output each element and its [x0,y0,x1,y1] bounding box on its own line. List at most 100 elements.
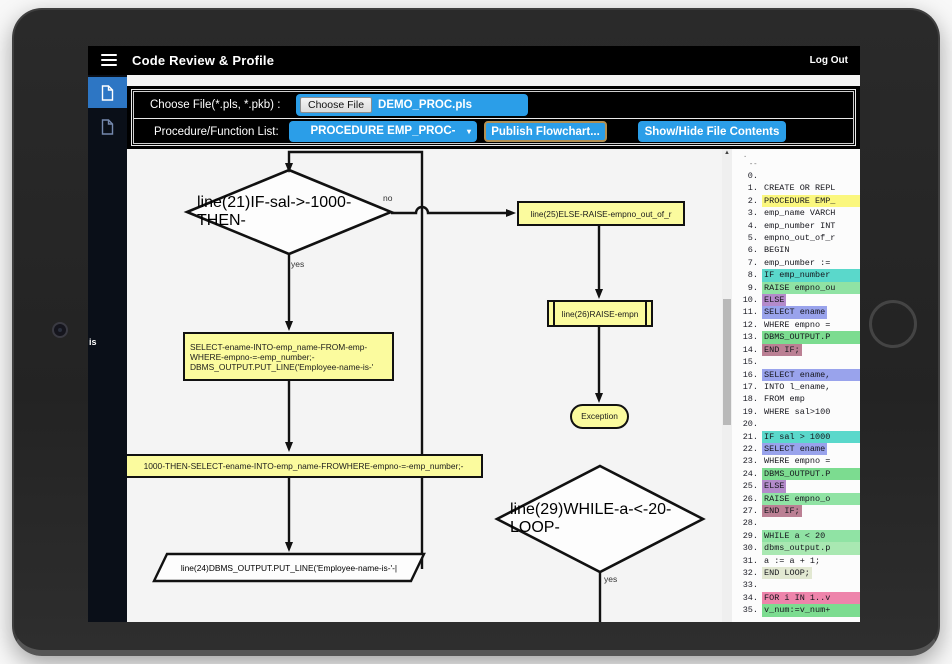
code-line: 35.v_num:=v_num+ [732,604,860,617]
line-number: 32. [742,568,758,578]
code-line: 24.DBMS_OUTPUT.P [732,467,860,481]
line-number: 6. [747,245,758,256]
show-hide-contents-button[interactable]: Show/Hide File Contents [638,121,786,142]
line-text [762,170,766,182]
line-number: 35. [742,605,758,616]
edge-label-no: no [383,193,393,203]
sidebar-item-file-2[interactable] [88,111,127,142]
line-number: 16. [742,369,758,380]
line-text: emp_number := [764,257,831,268]
line-text: SELECT ename [762,306,828,319]
line-text: DBMS_OUTPUT.P [762,331,860,344]
line-number: 30. [742,543,758,554]
app-header: Code Review & Profile Log Out [88,46,860,75]
line-text: FOR i IN 1..v [762,591,860,605]
code-line: 6.BEGIN [732,244,860,256]
line-number: 15. [742,357,758,368]
line-text: emp_number INT [764,220,836,231]
line-text [762,517,766,529]
line-text: ELSE [762,480,787,493]
procedure-list-label: Procedure/Function List: [154,126,279,138]
code-fragment-dashes: -- [749,161,758,169]
code-line: 13. DBMS_OUTPUT.P [732,331,860,344]
line-text: FROM emp [764,394,805,405]
line-text: END IF; [762,504,802,518]
file-upload-widget[interactable]: Choose File DEMO_PROC.pls [296,94,528,116]
choose-file-button[interactable]: Choose File [300,97,373,113]
line-number: 17. [742,381,758,392]
publish-flowchart-button[interactable]: Publish Flowchart... [484,121,607,142]
code-line: 5. empno_out_of_r [732,232,860,244]
line-number: 18. [742,394,758,405]
flow-node-raise-predefined[interactable]: line(26)RAISE-empn [547,300,653,327]
line-number: 4. [747,220,758,231]
code-line: 1. CREATE OR REPL [732,182,860,194]
line-text: WHERE empno = [764,319,831,330]
flowchart-canvas: line(21)IF-sal->-1000-THEN- no yes yes l… [127,149,722,622]
line-number: 5. [747,233,758,244]
if-diamond-shape [183,168,395,256]
line-text: SELECT ename, [762,368,860,381]
code-scrollbar[interactable]: ▲ [722,149,732,622]
code-line: 20. [732,418,860,430]
line-text: empno_out_of_r [764,233,836,244]
page-title: Code Review & Profile [132,53,275,68]
code-line: 32.END LOOP; [732,567,860,580]
code-line: 22.SELECT ename [732,442,860,456]
line-number: 9. [747,282,758,293]
logout-button[interactable]: Log Out [809,55,848,66]
header-gap-strip [127,75,860,86]
flow-node-while-diamond[interactable]: line(29)WHILE-a-<-20-LOOP- [510,501,672,536]
line-text: ELSE [762,294,787,307]
code-line: 8.IF emp_number [732,269,860,282]
output-parallelogram-shape [152,552,426,583]
document-icon [101,84,114,101]
line-number: 34. [742,592,758,603]
code-line: 16. SELECT ename, [732,368,860,381]
code-line: 18. FROM emp [732,393,860,405]
flow-node-then-select-wide[interactable]: 1000-THEN-SELECT-ename-INTO-emp_name-FRO… [127,454,483,478]
scroll-up-arrow[interactable]: ▲ [724,150,730,156]
hamburger-menu-icon[interactable] [101,54,117,66]
line-number: 24. [742,468,758,479]
code-line: 19.WHERE sal>100 [732,406,860,418]
choose-file-label: Choose File(*.pls, *.pkb) : [150,99,281,111]
line-number: 29. [742,530,758,541]
line-text: CREATE OR REPL [764,183,836,194]
line-number: 20. [742,419,758,430]
flow-node-if-diamond[interactable]: line(21)IF-sal->-1000-THEN- [197,194,352,229]
line-text: INTO l_ename, [764,381,831,392]
line-number: 23. [742,456,758,467]
scrollbar-thumb[interactable] [723,299,731,425]
tablet-home-button[interactable] [869,300,917,348]
line-text [762,579,766,591]
code-line: 14.END IF; [732,343,860,357]
flow-node-exception[interactable]: Exception [570,404,629,429]
line-text: dbms_output.p [762,542,860,555]
code-line: 30. dbms_output.p [732,542,860,555]
code-line: 7. emp_number := [732,257,860,269]
flow-node-select-block[interactable]: SELECT-ename-INTO-emp_name-FROM-emp- WHE… [183,332,394,381]
code-line: 21.IF sal > 1000 [732,430,860,443]
procedure-select[interactable]: PROCEDURE EMP_PROC- ▾ [289,121,477,142]
code-line: 25.ELSE [732,480,860,493]
flow-node-else-raise[interactable]: line(25)ELSE-RAISE-empno_out_of_r [517,201,685,226]
line-text: IF emp_number [762,269,860,282]
line-number: 1. [747,183,758,194]
code-line: 27.END IF; [732,504,860,518]
chevron-down-icon: ▾ [466,127,471,136]
line-number: 7. [747,257,758,268]
edge-label-yes-2: yes [604,574,618,584]
line-number: 26. [742,493,758,504]
line-text: PROCEDURE EMP_ [762,194,860,208]
flow-node-output-parallelogram[interactable]: line(24)DBMS_OUTPUT.PUT_LINE('Employee-n… [180,562,398,573]
code-line: 31.a := a + 1; [732,555,860,567]
line-number: 13. [742,332,758,343]
sidebar-item-file-active[interactable] [88,77,127,108]
code-line: 15. [732,356,860,368]
toolbar-row-file: Choose File(*.pls, *.pkb) : Choose File … [134,92,853,118]
clipped-sidebar-text: is [89,337,97,347]
line-text: WHERE empno = [764,456,831,467]
line-number: 31. [742,555,758,566]
